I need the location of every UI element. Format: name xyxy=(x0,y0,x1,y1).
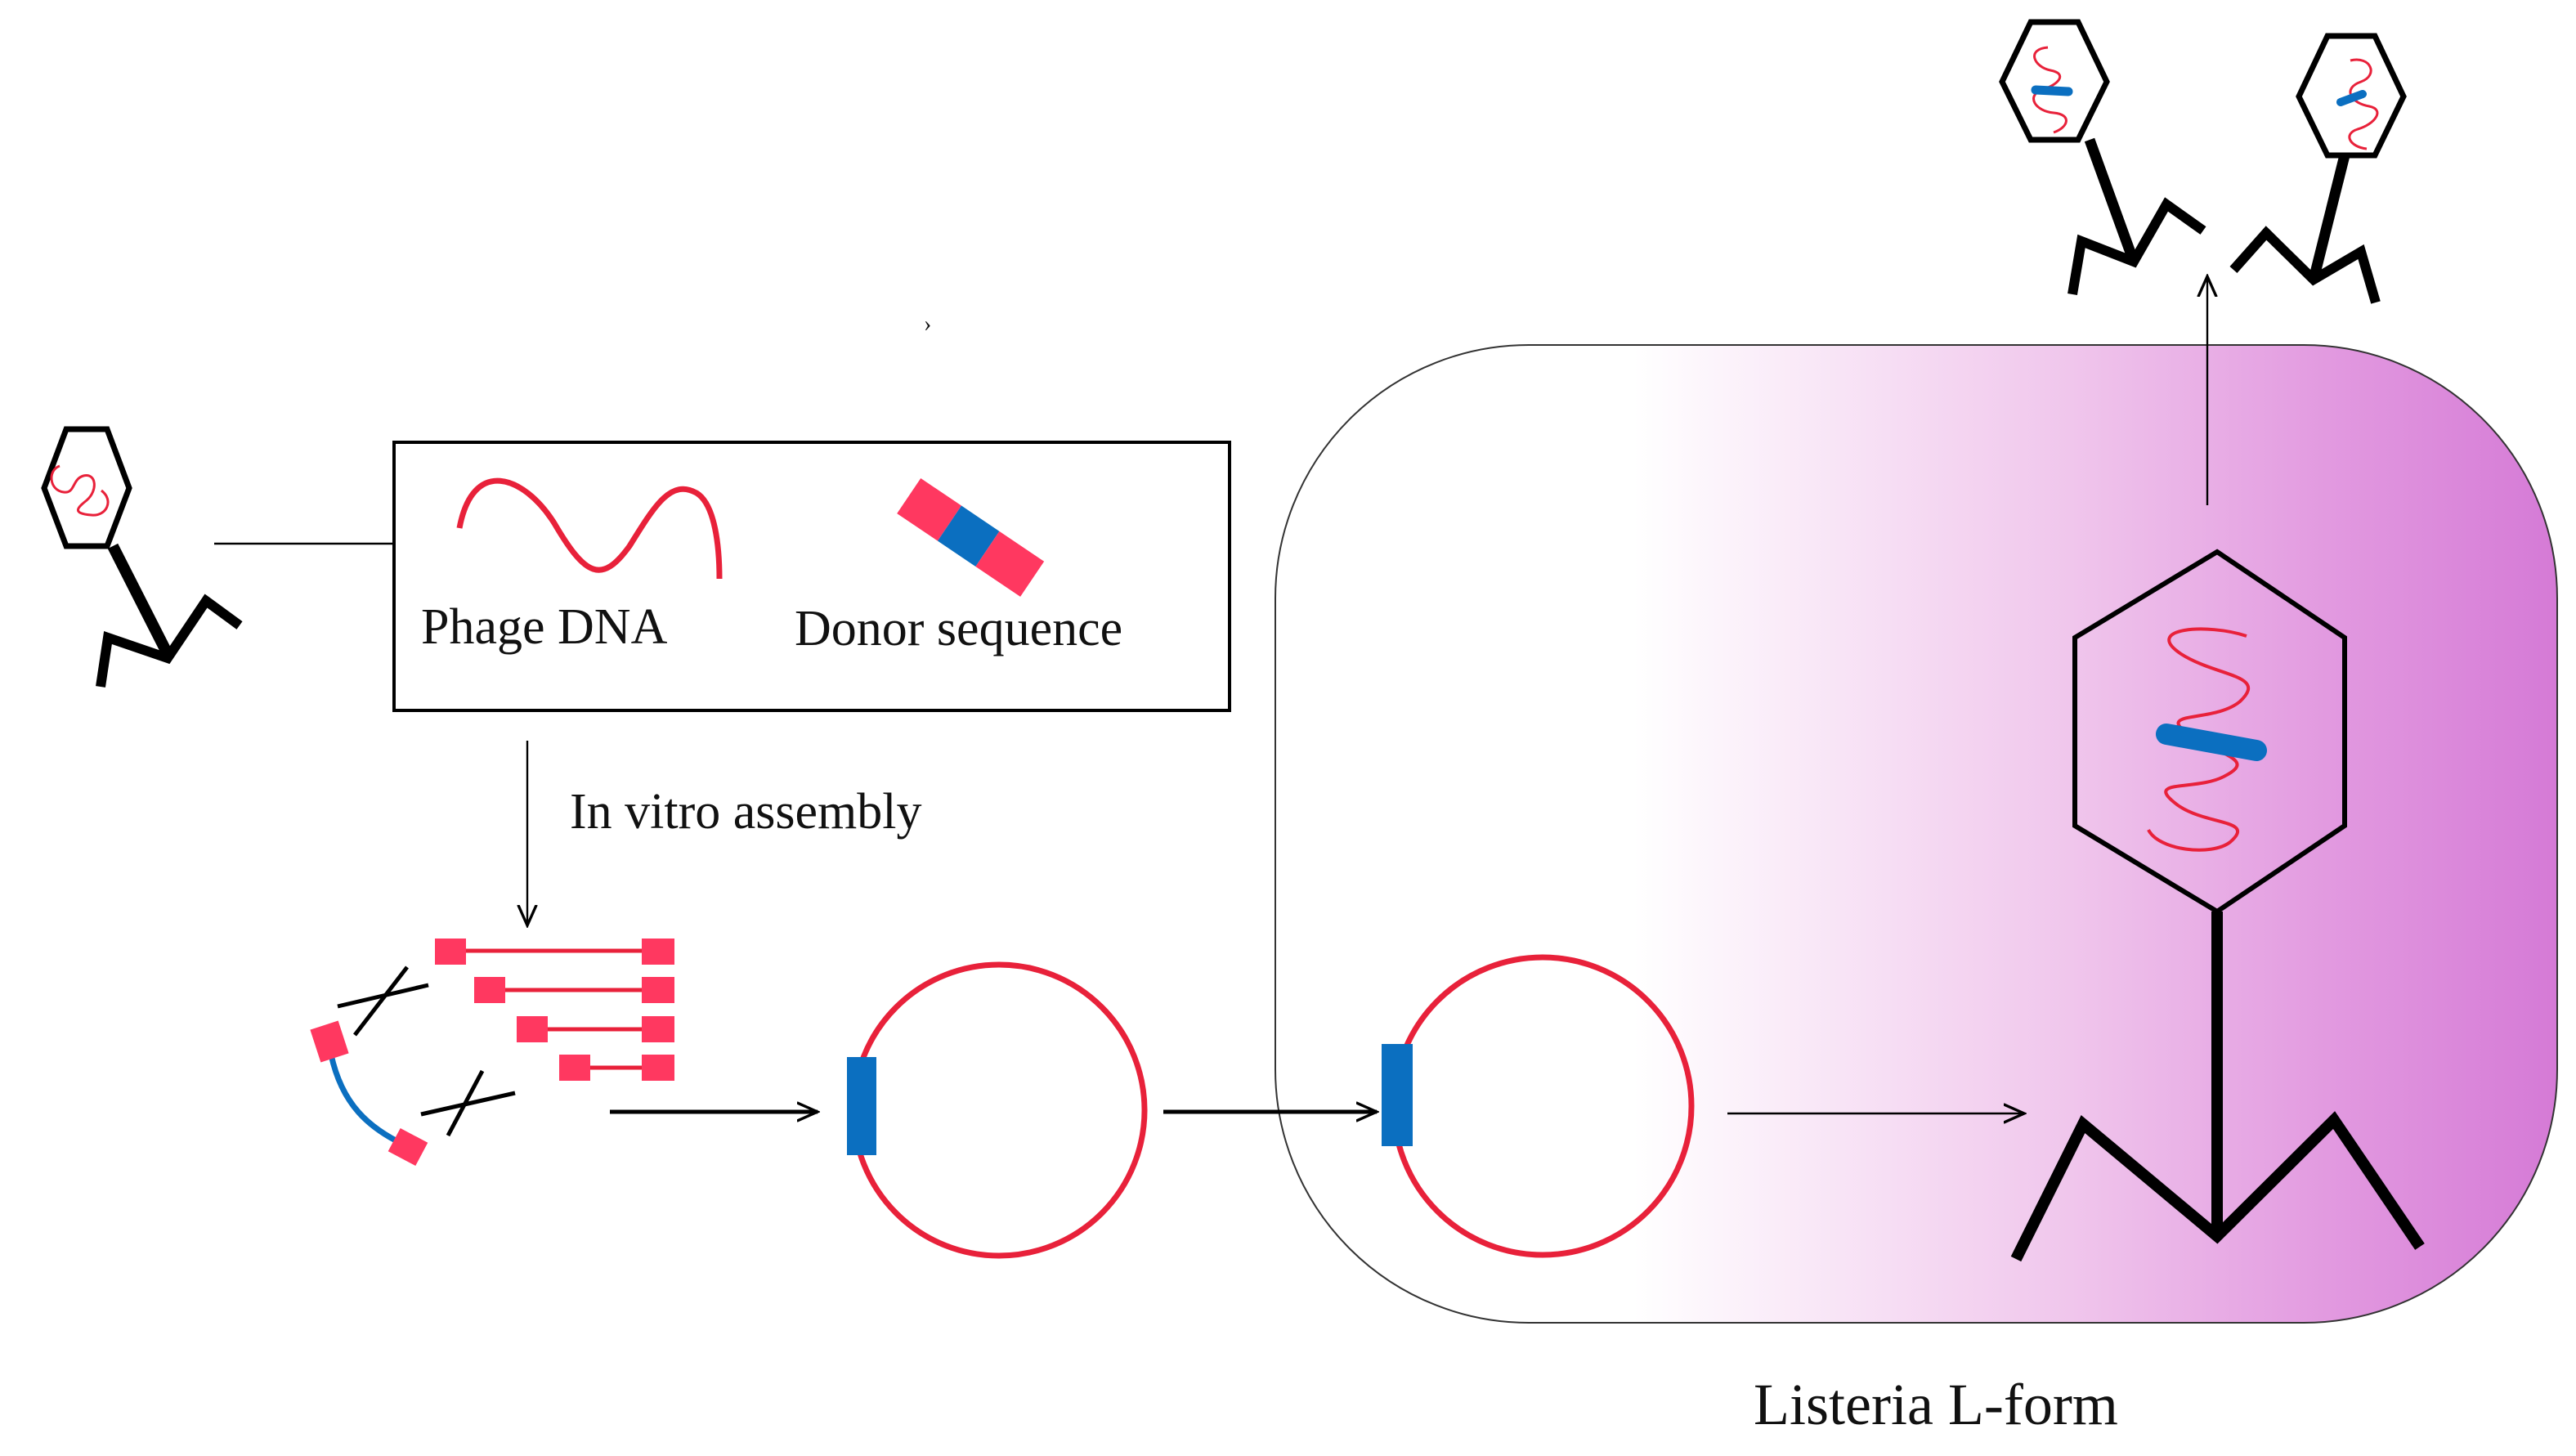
phage-dna-wave xyxy=(456,477,723,580)
donor-sequence-label: Donor sequence xyxy=(795,601,1122,656)
in-vitro-assembly-label: In vitro assembly xyxy=(570,784,922,840)
components-box xyxy=(392,441,1231,712)
circular-genome-icon xyxy=(847,961,1148,1259)
crossover-icon xyxy=(420,1069,516,1137)
phage-icon xyxy=(1999,19,2206,296)
phage-icon xyxy=(2010,549,2425,1262)
phage-dna-label: Phage DNA xyxy=(421,599,668,655)
phage-icon xyxy=(41,426,243,688)
stray-mark: › xyxy=(924,311,931,337)
crossover-icon xyxy=(337,965,429,1037)
phage-icon xyxy=(2229,33,2407,304)
listeria-l-form-label: Listeria L-form xyxy=(1754,1372,2118,1437)
listeria-l-form-cell xyxy=(1275,344,2558,1324)
donor-sequence-icon xyxy=(897,477,1045,597)
dna-fragment-icon xyxy=(435,939,674,1081)
circular-genome-icon xyxy=(1382,954,1695,1258)
donor-arc-icon xyxy=(310,1020,428,1167)
